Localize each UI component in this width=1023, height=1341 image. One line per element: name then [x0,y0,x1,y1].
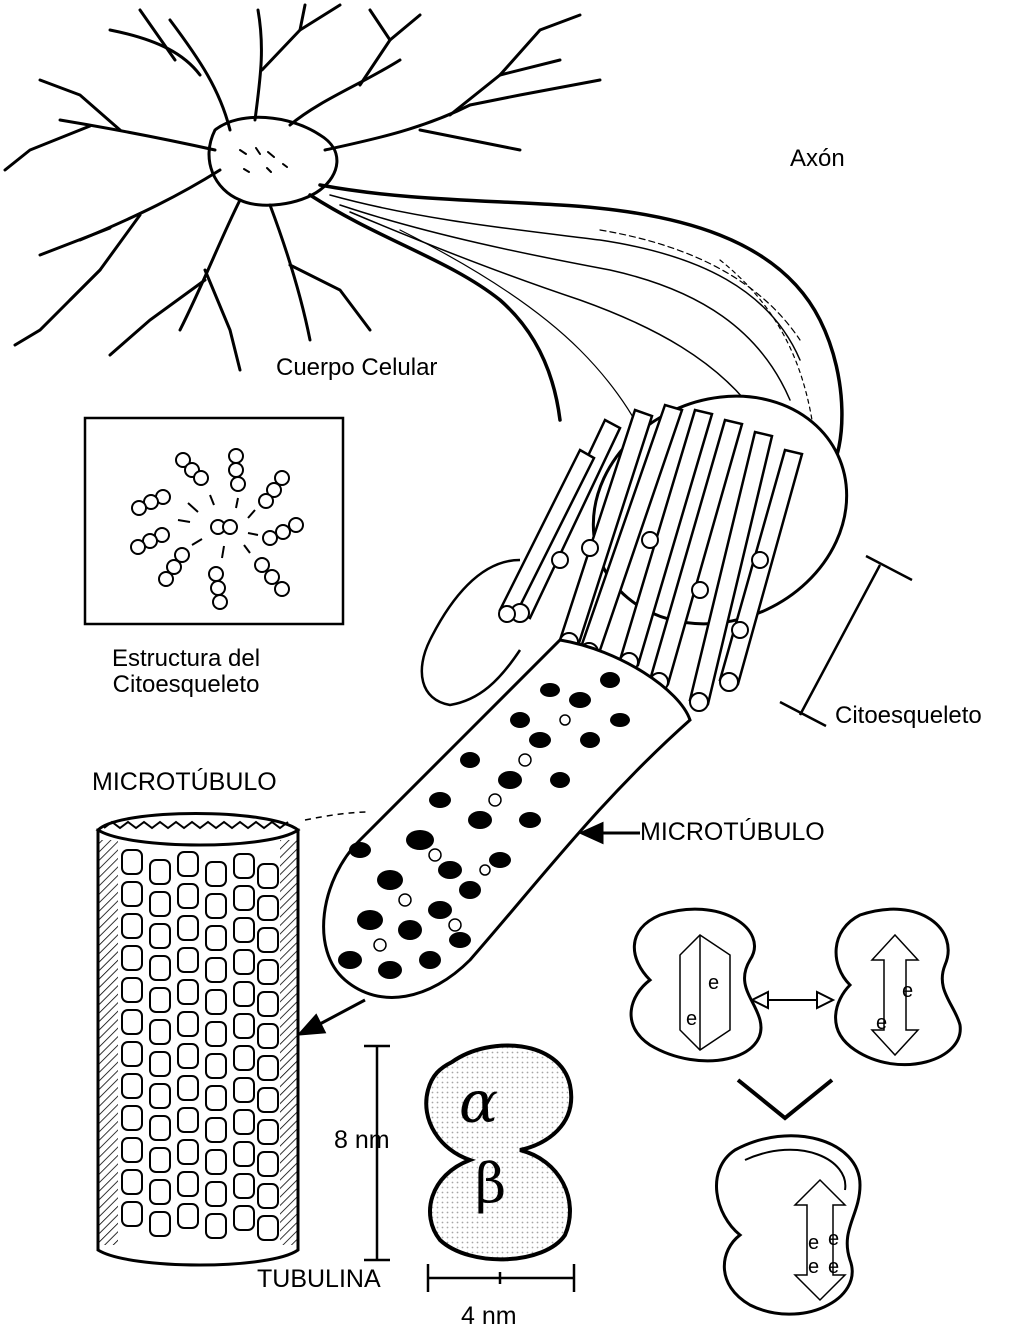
cytoskeleton-label: Citoesqueleto [835,703,982,729]
structure-label: Estructura del Citoesqueleto [112,646,260,699]
neuron-cell-body [5,5,600,370]
electron-marker: e [828,1228,839,1251]
electron-marker: e [808,1256,819,1279]
cell-body-label: Cuerpo Celular [276,355,437,381]
height-label: 8 nm [334,1127,390,1155]
arrow-to-microtubule-label [582,824,640,842]
tubulin-label: TUBULINA [257,1266,381,1294]
arrow-to-cylinder [300,1000,365,1034]
alpha-subunit-label: α [459,1068,498,1136]
electron-marker: e [808,1232,819,1255]
electron-marker: e [902,980,913,1003]
electron-marker: e [828,1256,839,1279]
structure-label-line1: Estructura del [112,646,260,672]
electron-marker: e [708,972,719,995]
electron-marker: e [686,1008,697,1031]
microtubule-bundle [324,355,885,997]
electron-marker: e [876,1012,887,1035]
cytoskeleton-cross-section [85,418,343,624]
beta-subunit-label: β [475,1152,506,1215]
microtubule-cylinder [98,814,298,1266]
structure-label-line2: Citoesqueleto [112,672,260,698]
width-label: 4 nm [461,1303,517,1331]
microtubule-label-right: MICROTÚBULO [640,819,825,847]
width-dimension [428,1264,574,1292]
axon-label: Axón [790,146,845,172]
conformation-cycle [631,909,960,1314]
dashed-leader [305,812,370,820]
microtubule-label-left: MICROTÚBULO [92,769,277,797]
